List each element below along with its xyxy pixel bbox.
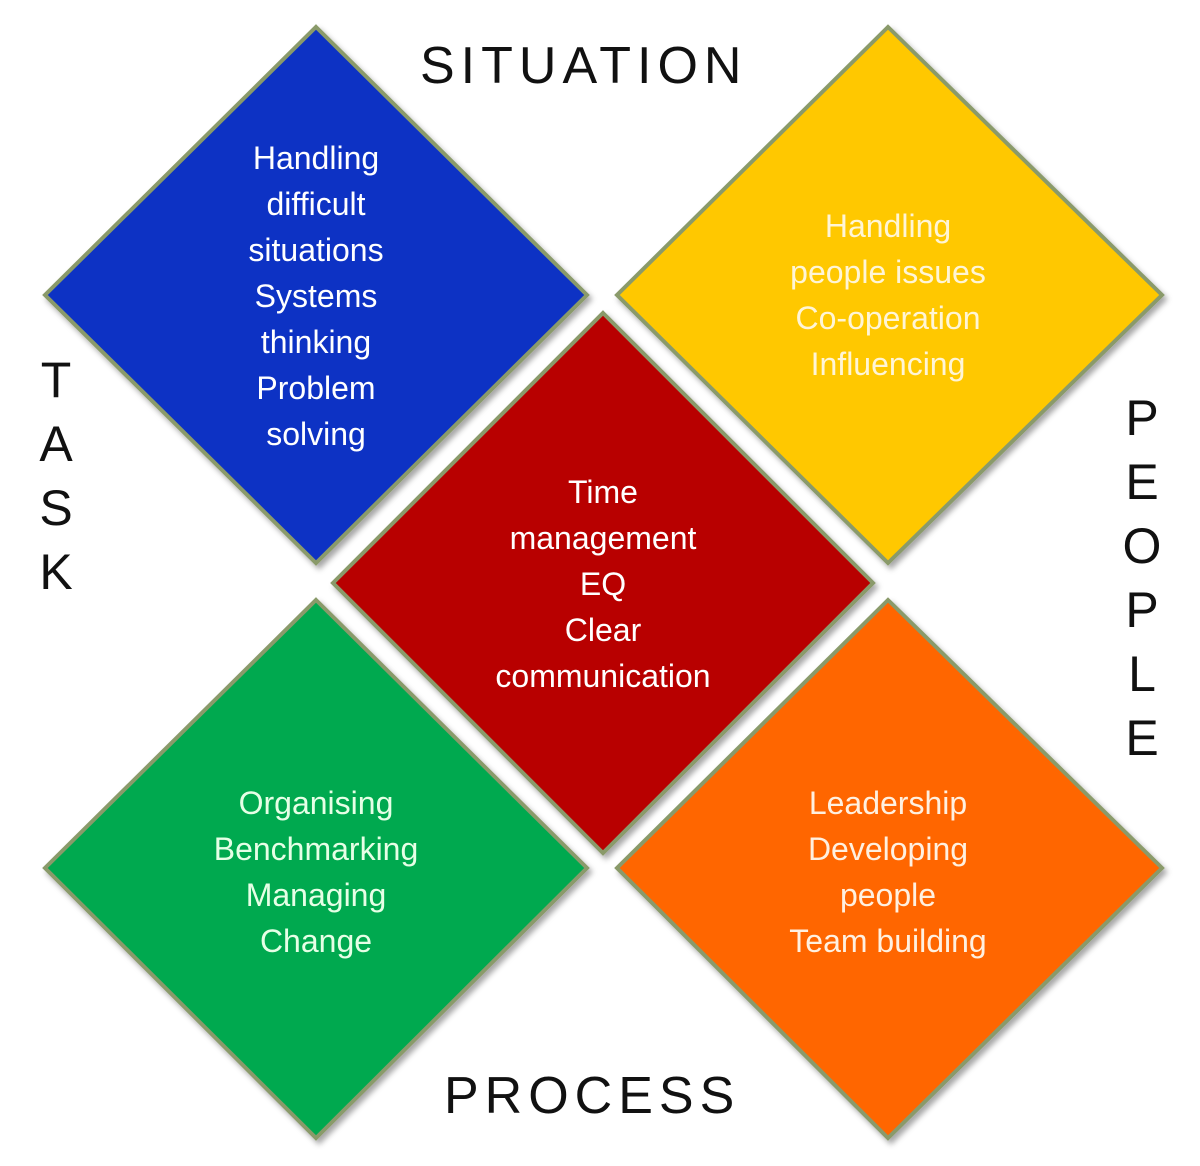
diamond-text-line: solving (266, 416, 366, 452)
green-diamond-text: Organising Benchmarking Managing Change (214, 780, 419, 964)
diamond-text-line: Benchmarking (213, 831, 419, 867)
diamond-text-line: Leadership (808, 785, 968, 821)
diamond-text-line: Developing (807, 831, 969, 867)
diamond-text-line: Clear (564, 612, 642, 648)
process-label: PROCESS (444, 1067, 741, 1125)
diamond-text-line: Systems (254, 278, 378, 314)
orange-diamond (614, 597, 1165, 1141)
diamond-text-line: thinking (260, 324, 372, 360)
situation-label: SITUATION (420, 37, 748, 95)
diamond-text-line: Influencing (810, 346, 966, 382)
diamond-text-line: Handling (824, 208, 952, 244)
task-letter: S (39, 480, 73, 536)
people-letter: P (1125, 390, 1159, 446)
diamond-text-line: difficult (266, 186, 366, 222)
green-diamond (42, 597, 590, 1141)
people-letter: E (1125, 710, 1159, 766)
people-letter: E (1125, 454, 1159, 510)
diamond-text-line: communication (495, 658, 711, 694)
task-label: T A S K (26, 348, 86, 604)
diamond-text-line: Co-operation (795, 300, 981, 336)
blue-diamond (42, 24, 590, 566)
diamond-text-line: Organising (238, 785, 394, 821)
diamond-text-line: EQ (579, 566, 627, 602)
task-letter: K (39, 544, 73, 600)
red-diamond (330, 310, 876, 856)
people-letter: P (1125, 582, 1159, 638)
people-letter: O (1122, 518, 1162, 574)
yellow-diamond (614, 24, 1165, 566)
diamond-text-line: Team building (789, 923, 987, 959)
people-label: P E O P L E (1112, 386, 1172, 770)
diamond-text-line: Handling (252, 140, 380, 176)
diamond-text-line: management (509, 520, 697, 556)
diamond-text-line: people (839, 877, 937, 913)
task-letter: A (39, 416, 73, 472)
diamond-text-line: Problem (256, 370, 376, 406)
diamond-text-line: Time (568, 474, 638, 510)
diamond-text-line: situations (248, 232, 384, 268)
diamond-text-line: Change (259, 923, 373, 959)
task-letter: T (40, 352, 72, 408)
orange-diamond-text: Leadership Developing people Team buildi… (789, 780, 986, 964)
diamond-text-line: Managing (245, 877, 387, 913)
yellow-diamond-text: Handling people issues Co-operation Infl… (790, 203, 986, 387)
people-letter: L (1128, 646, 1156, 702)
red-diamond-text: Time management EQ Clear communication (495, 469, 710, 699)
diamond-text-line: people issues (790, 254, 986, 290)
blue-diamond-text: Handling difficult situations Systems th… (248, 135, 383, 457)
